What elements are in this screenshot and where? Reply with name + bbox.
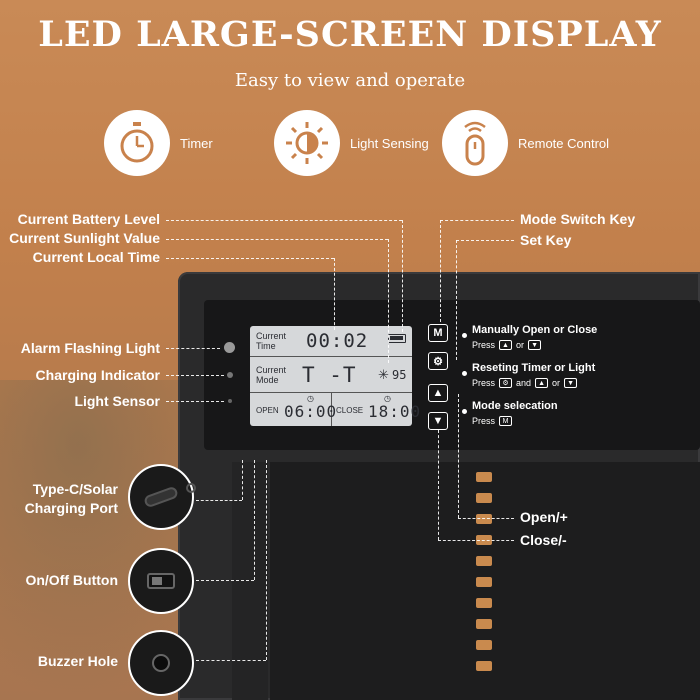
- callout-sunlight: Current Sunlight Value: [9, 230, 160, 246]
- feature-light-sensing: Light Sensing: [274, 108, 429, 178]
- callout-buzzer: Buzzer Hole: [37, 653, 118, 669]
- sun-small-icon: ✳: [378, 367, 389, 382]
- callout-battery: Current Battery Level: [17, 211, 160, 227]
- gear-key-icon: ⚙: [499, 378, 513, 388]
- port-cover-icon: [142, 485, 180, 509]
- alarm-light: [224, 342, 235, 353]
- lcd-open-value: 06:00: [284, 402, 338, 421]
- instruction-reset: Reseting Timer or Light Press⚙and▲or▼: [472, 362, 596, 388]
- buzzer-hole-zoom: [128, 630, 194, 696]
- remote-icon: [442, 110, 508, 176]
- callout-alarm: Alarm Flashing Light: [20, 340, 160, 356]
- callout-mode-switch: Mode Switch Key: [520, 211, 636, 227]
- set-key-button[interactable]: ⚙: [428, 352, 448, 370]
- onoff-button-zoom[interactable]: [128, 548, 194, 614]
- callout-local-time: Current Local Time: [32, 249, 160, 265]
- callout-charging: Charging Indicator: [35, 367, 160, 383]
- callout-light-sensor: Light Sensor: [74, 393, 160, 409]
- open-plus-button[interactable]: ▲: [428, 384, 448, 402]
- lcd-mode-value: T -T: [302, 363, 357, 387]
- page-subtitle: Easy to view and operate: [234, 70, 466, 91]
- switch-icon: [147, 573, 175, 589]
- battery-icon: [388, 334, 406, 343]
- callout-close-minus: Close/-: [520, 532, 567, 548]
- callout-onoff: On/Off Button: [25, 572, 118, 588]
- bullet-dot: [462, 333, 467, 338]
- led-strip: [476, 472, 494, 682]
- bullet-dot: [462, 409, 467, 414]
- triangle-down-icon: ▼: [432, 415, 444, 427]
- sun-icon: [274, 110, 340, 176]
- up-key-icon: ▲: [535, 378, 549, 388]
- side-rail: [232, 462, 268, 700]
- down-key-icon: ▼: [528, 340, 542, 350]
- feature-label: Remote Control: [518, 135, 610, 151]
- callout-open-plus: Open/+: [520, 509, 568, 525]
- typec-port-zoom[interactable]: [128, 464, 194, 530]
- gear-icon: ⚙: [433, 355, 443, 368]
- down-key-icon: ▼: [564, 378, 578, 388]
- bullet-dot: [462, 371, 467, 376]
- lcd-sun-value: 95: [392, 368, 407, 382]
- buzzer-icon: [152, 654, 170, 672]
- lcd-open-caption: OPEN: [256, 406, 279, 415]
- feature-timer: Timer: [104, 108, 213, 178]
- mode-switch-button[interactable]: M: [428, 324, 448, 342]
- triangle-up-icon: ▲: [432, 387, 444, 399]
- feature-remote-control: Remote Control: [442, 108, 609, 178]
- instruction-manual: Manually Open or Close Press▲or▼: [472, 324, 598, 350]
- lcd-close-caption: CLOSE: [336, 406, 364, 415]
- lcd-close-value: 18:00: [368, 402, 422, 421]
- page-title: LED LARGE-SCREEN DISPLAY: [38, 14, 662, 55]
- close-minus-button[interactable]: ▼: [428, 412, 448, 430]
- light-sensor: [228, 399, 232, 403]
- feature-label: Timer: [180, 135, 213, 151]
- callout-set-key: Set Key: [520, 232, 572, 248]
- m-key-icon: M: [499, 416, 513, 426]
- charging-indicator: [227, 372, 233, 378]
- clock-small-icon: ◷: [384, 394, 391, 403]
- feature-label: Light Sensing: [350, 135, 429, 151]
- lcd-time-value: 00:02: [306, 330, 369, 352]
- stopwatch-icon: [104, 110, 170, 176]
- up-key-icon: ▲: [499, 340, 513, 350]
- clock-small-icon: ◷: [307, 394, 314, 403]
